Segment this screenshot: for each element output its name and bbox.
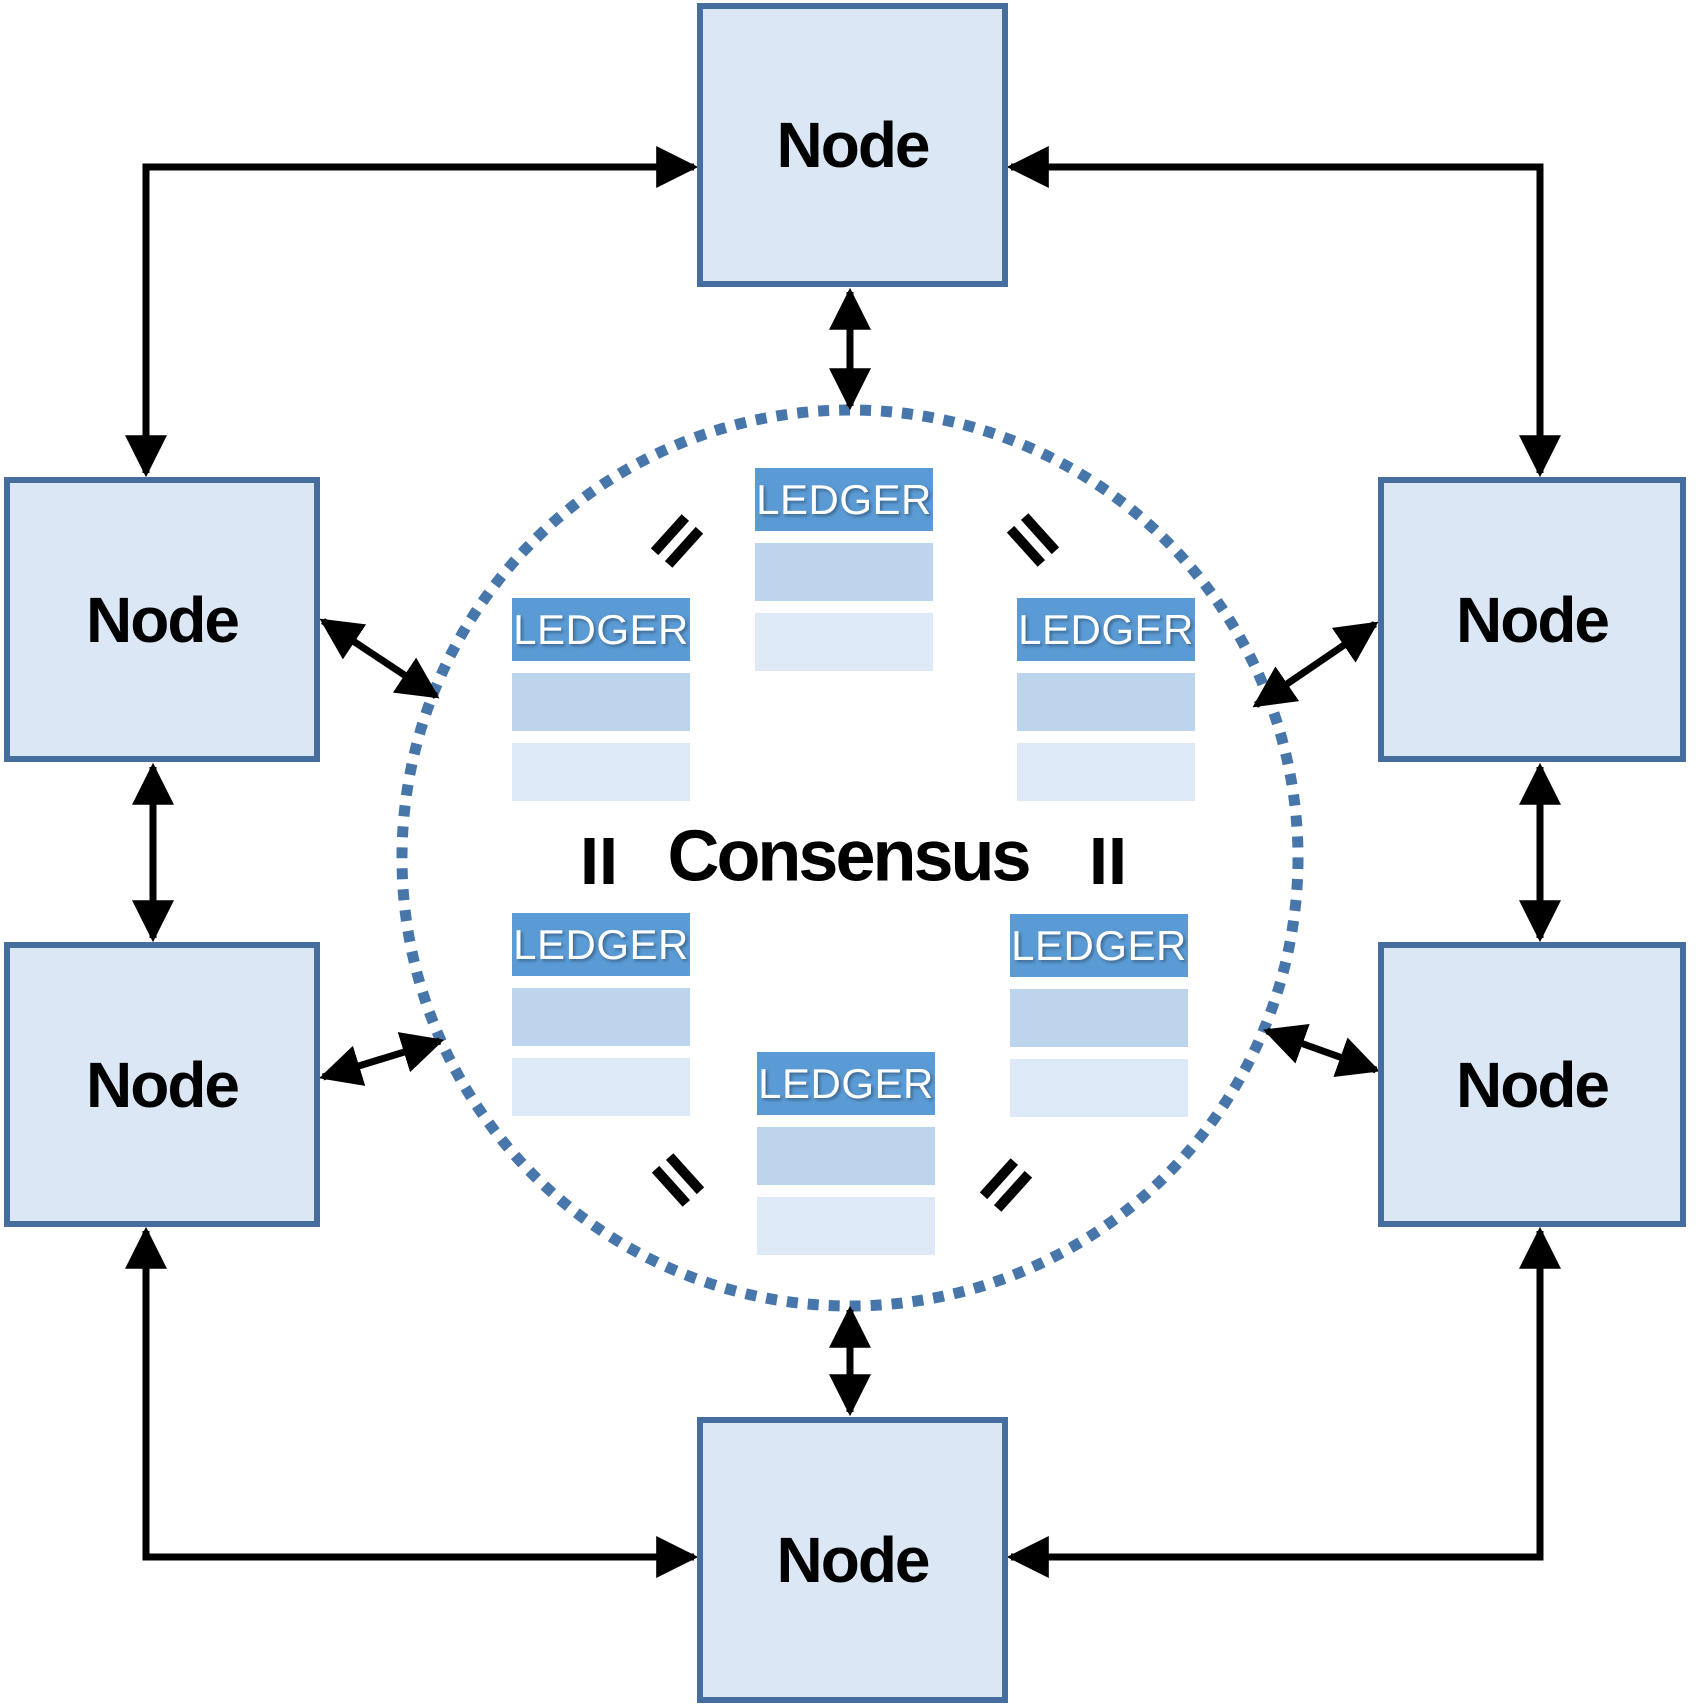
ledger-lower-left: LEDGER	[512, 913, 690, 1116]
node-box-left-lower: Node	[4, 942, 320, 1227]
node-label: Node	[776, 1524, 931, 1596]
diagonal-arrow-left-upper	[319, 618, 440, 699]
corner-connector-bottom-right	[1006, 1226, 1561, 1578]
node-box-bottom: Node	[697, 1417, 1008, 1703]
ledger-top-center: LEDGER	[755, 468, 933, 671]
node-label: Node	[86, 583, 240, 656]
ledger-middle-right: LEDGER	[1017, 598, 1195, 801]
diagonal-arrow-right-lower	[1263, 1023, 1380, 1078]
ledger-row	[1010, 989, 1188, 1047]
node-label: Node	[1456, 1048, 1610, 1121]
node-box-left-upper: Node	[4, 477, 320, 762]
ledger-row	[512, 673, 690, 731]
ledger-middle-left: LEDGER	[512, 598, 690, 801]
consensus-label: Consensus	[667, 816, 1031, 897]
corner-connector-top-right	[1006, 146, 1561, 478]
ledger-row	[1010, 1059, 1188, 1117]
equals-icon	[1093, 838, 1123, 884]
equals-icon	[584, 838, 614, 884]
ledger-row	[512, 988, 690, 1046]
ledger-row	[757, 1127, 935, 1185]
ledger-header: LEDGER	[512, 598, 690, 661]
node-box-top: Node	[697, 3, 1008, 287]
ledger-header: LEDGER	[1010, 914, 1188, 977]
ledger-lower-right: LEDGER	[1010, 914, 1188, 1117]
ledger-row	[755, 543, 933, 601]
diagonal-arrow-left-lower	[318, 1032, 445, 1086]
diagonal-arrow-right-upper	[1252, 621, 1379, 708]
node-label: Node	[1456, 583, 1610, 656]
corner-connector-bottom-left	[125, 1226, 699, 1578]
node-box-right-lower: Node	[1378, 942, 1686, 1227]
ledger-row	[757, 1197, 935, 1255]
ledger-row	[512, 1058, 690, 1116]
ledger-row	[755, 613, 933, 671]
ledger-header: LEDGER	[1017, 598, 1195, 661]
node-box-right-upper: Node	[1378, 477, 1686, 762]
ledger-bottom-center: LEDGER	[757, 1052, 935, 1255]
node-label: Node	[776, 109, 931, 181]
ledger-row	[1017, 743, 1195, 801]
ledger-header: LEDGER	[757, 1052, 935, 1115]
ledger-row	[512, 743, 690, 801]
ledger-row	[1017, 673, 1195, 731]
corner-connector-top-left	[125, 146, 699, 478]
ledger-header: LEDGER	[755, 468, 933, 531]
node-label: Node	[86, 1048, 240, 1121]
ledger-header: LEDGER	[512, 913, 690, 976]
